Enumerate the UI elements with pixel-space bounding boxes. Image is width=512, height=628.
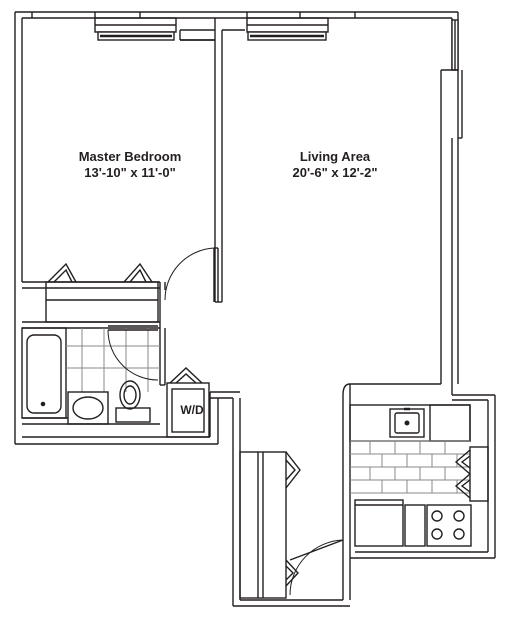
interior-wall [22,18,245,425]
vanity-sink [67,391,109,425]
exterior-wall [14,11,496,607]
living-area-dimensions: 20'-6" x 12'-2" [292,165,378,180]
dishwasher [404,504,426,547]
kitchen-backsplash [350,440,470,494]
bathroom-tile [66,328,160,392]
bathtub [21,327,67,419]
washer-dryer-closet [166,367,210,438]
bathroom-door [107,325,159,381]
living-area-label: Living Area 20'-6" x 12'-2" [292,149,377,181]
window [94,17,177,41]
master-bedroom-label: Master Bedroom 13'-10" x 11'-0" [79,149,182,181]
master-bedroom-name: Master Bedroom [78,149,182,164]
pantry-cabinet [454,446,489,502]
washer-dryer-label: W/D [180,403,204,417]
kitchen-counter [349,404,471,442]
closet [45,262,159,323]
hall-closet [239,451,301,599]
refrigerator [354,499,404,547]
living-area-name: Living Area [299,149,371,164]
master-bedroom-dimensions: 13'-10" x 11'-0" [84,165,176,180]
entry-door [285,539,344,596]
bedroom-door [164,247,219,302]
toilet [115,380,151,423]
stove [426,504,472,547]
kitchen-sink [389,407,425,438]
window [246,17,329,41]
